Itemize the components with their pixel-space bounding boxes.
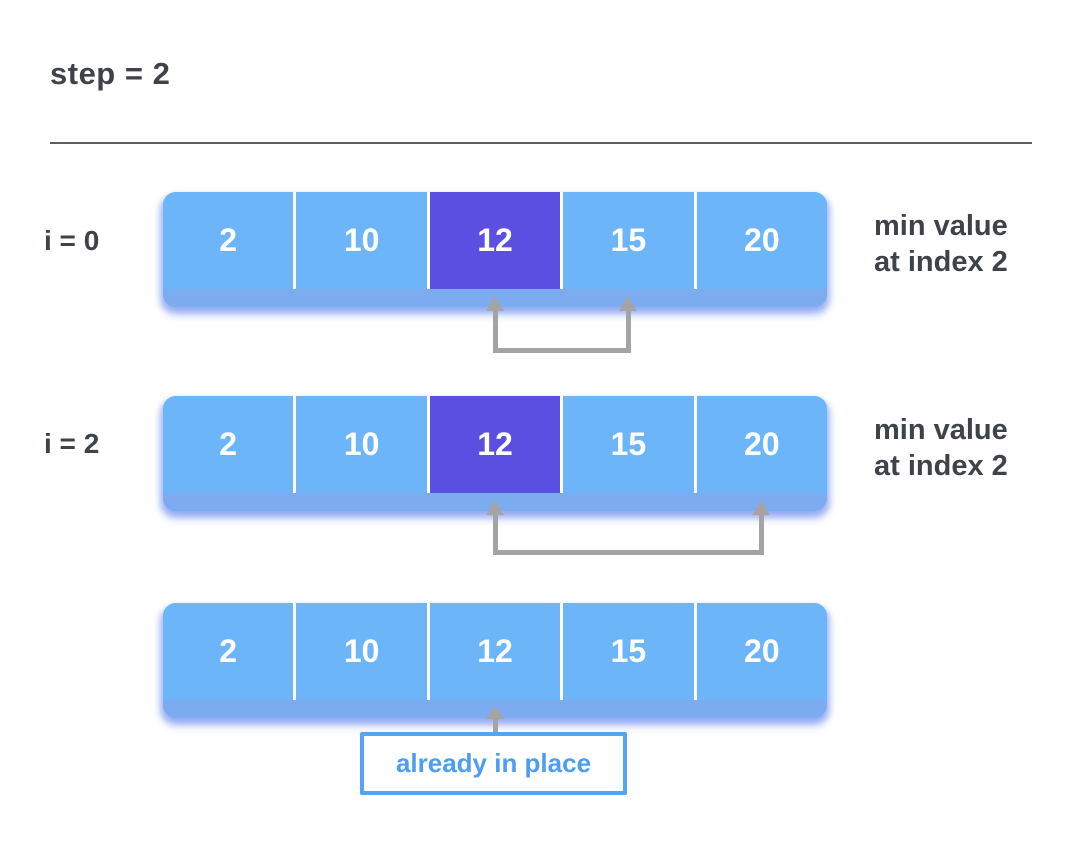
step-label: step = 2 <box>50 56 171 91</box>
array-cells: 2 10 12 15 20 <box>163 192 827 289</box>
array-cell: 2 <box>163 396 294 493</box>
iteration-label-1: i = 2 <box>44 428 100 459</box>
array-cell: 20 <box>693 603 827 700</box>
pointer-stem <box>492 717 498 732</box>
iteration-label-0: i = 0 <box>44 225 100 256</box>
min-value-note-1: min value at index 2 <box>874 412 1008 484</box>
arrowhead-up-icon <box>486 296 504 311</box>
callout-label: already in place <box>395 748 592 778</box>
array-cell: 2 <box>163 603 294 700</box>
connector-bar <box>492 348 631 353</box>
array-cell: 20 <box>693 192 827 289</box>
divider-line <box>50 142 1032 144</box>
arrowhead-up-icon <box>619 296 637 311</box>
arrowhead-up-icon <box>486 500 504 515</box>
array-cells: 2 10 12 15 20 <box>163 396 827 493</box>
array-row-0: 2 10 12 15 20 <box>163 192 827 307</box>
connector-stem <box>758 513 764 555</box>
array-cell: 15 <box>560 603 694 700</box>
connector-stem <box>492 513 498 555</box>
comparison-connector-0 <box>486 296 637 353</box>
note-line: at index 2 <box>874 246 1008 278</box>
already-in-place-callout: already in place <box>360 732 627 795</box>
array-cell: 20 <box>693 396 827 493</box>
array-cell: 15 <box>560 396 694 493</box>
comparison-connector-1 <box>486 500 770 555</box>
array-cell: 2 <box>163 192 294 289</box>
array-cell: 12 <box>426 603 561 700</box>
array-row-1: 2 10 12 15 20 <box>163 396 827 511</box>
array-cell: 10 <box>293 192 427 289</box>
array-cell: 15 <box>560 192 694 289</box>
array-cell: 10 <box>293 396 427 493</box>
min-value-note-0: min value at index 2 <box>874 208 1008 280</box>
position-pointer-arrow <box>486 706 504 732</box>
note-line: at index 2 <box>874 450 1008 482</box>
connector-stem <box>625 309 631 353</box>
note-line: min value <box>874 414 1008 446</box>
array-cell: 12 <box>426 192 561 289</box>
array-cells: 2 10 12 15 20 <box>163 603 827 700</box>
connector-stem <box>492 309 498 353</box>
array-cell: 10 <box>293 603 427 700</box>
array-row-2: 2 10 12 15 20 <box>163 603 827 718</box>
arrowhead-up-icon <box>486 706 504 719</box>
note-line: min value <box>874 210 1008 242</box>
array-cell: 12 <box>426 396 561 493</box>
connector-bar <box>492 550 764 555</box>
arrowhead-up-icon <box>752 500 770 515</box>
